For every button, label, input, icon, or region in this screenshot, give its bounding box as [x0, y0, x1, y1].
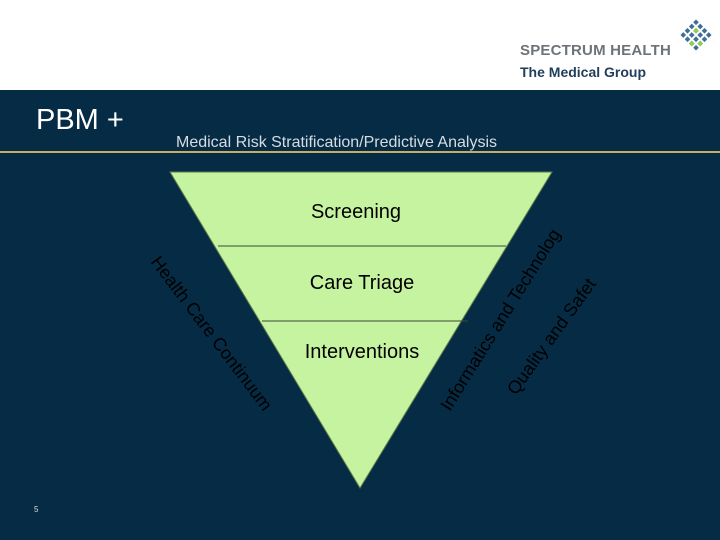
funnel-layer-care-triage: Care Triage — [310, 272, 415, 294]
funnel-triangle — [169, 171, 553, 489]
funnel-layer-interventions: Interventions — [305, 341, 420, 363]
logo-name: SPECTRUM HEALTH — [520, 42, 672, 59]
slide-title: PBM + — [36, 104, 124, 136]
diamond-grid-logo-icon — [679, 18, 713, 52]
header-bar: SPECTRUM HEALTH The Medical Group — [0, 0, 720, 90]
funnel-layer-screening: Screening — [311, 201, 401, 223]
logo-subtitle: The Medical Group — [520, 64, 647, 80]
title-divider — [0, 151, 720, 153]
slide-subtitle: Medical Risk Stratification/Predictive A… — [176, 134, 498, 151]
spectrum-health-logo: SPECTRUM HEALTH The Medical Group — [520, 14, 716, 86]
page-number: 5 — [34, 505, 39, 514]
